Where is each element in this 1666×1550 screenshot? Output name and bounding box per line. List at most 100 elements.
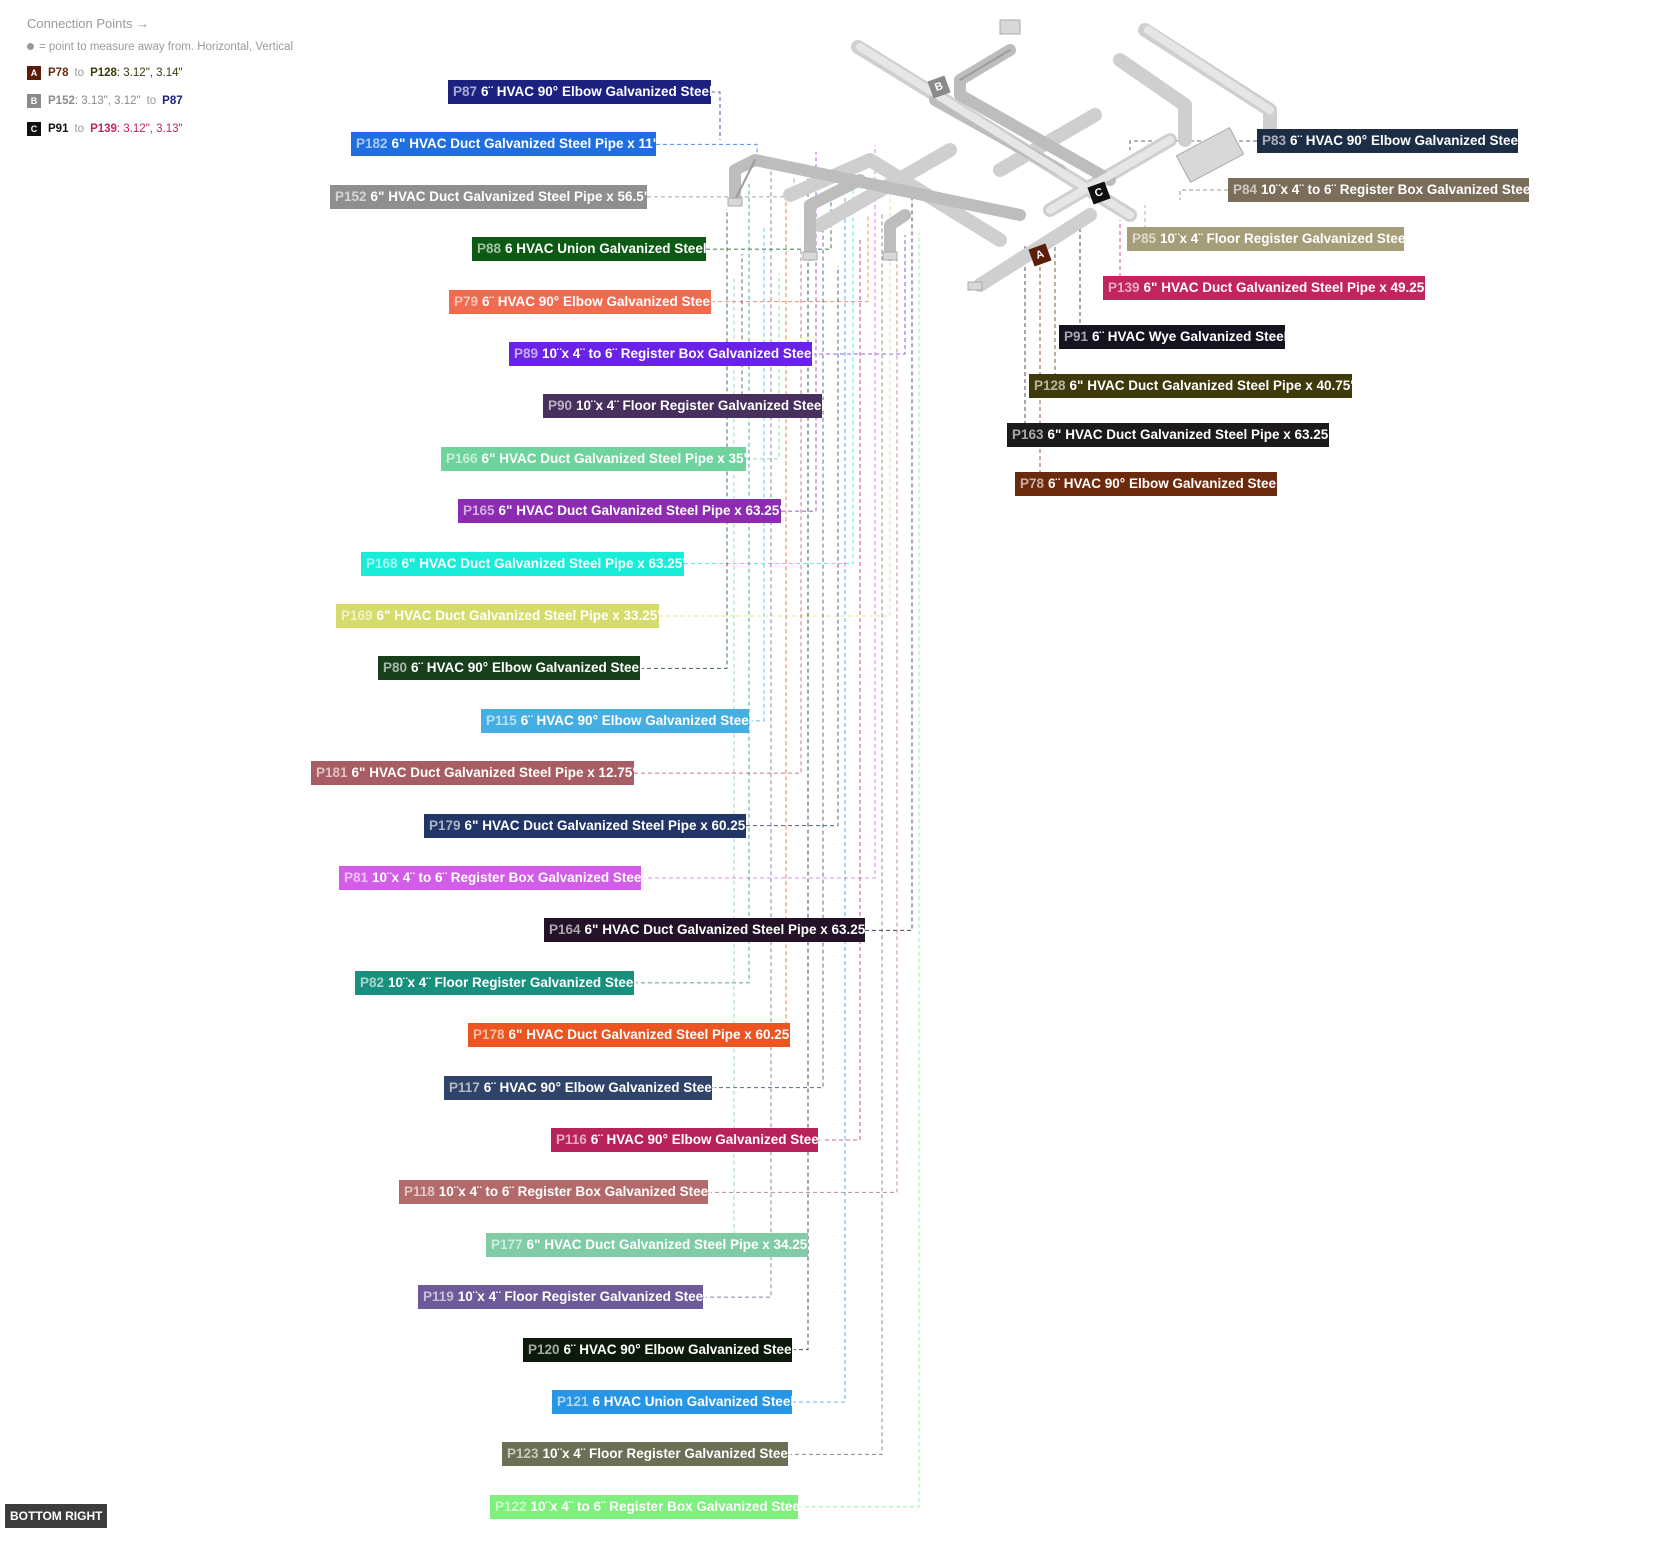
part-description: 6" HVAC Duct Galvanized Steel Pipe x 34.…: [526, 1236, 814, 1252]
part-id: P120: [528, 1341, 560, 1357]
part-id: P90: [548, 398, 573, 414]
part-id: P87: [453, 84, 478, 99]
leader-line: [792, 195, 846, 1403]
connection-from: P91: [48, 123, 69, 135]
part-description: 10¨x 4¨ Floor Register Galvanized Steel: [542, 1446, 792, 1462]
legend-title: Connection Points →: [27, 16, 150, 31]
part-description: 6¨ HVAC 90° Elbow Galvanized Steel: [520, 712, 753, 728]
part-description: 10¨x 4¨ to 6¨ Register Box Galvanized St…: [372, 870, 646, 885]
part-id: P152: [335, 188, 367, 204]
connection-offset: : 3.12", 3.14": [116, 67, 183, 79]
part-id: P81: [344, 870, 369, 885]
part-description: 10¨x 4¨ Floor Register Galvanized Steel: [576, 398, 826, 414]
arrow-right-icon: →: [136, 16, 150, 31]
part-id: P182: [356, 136, 388, 152]
part-description: 6" HVAC Duct Galvanized Steel Pipe x 60.…: [464, 817, 752, 833]
part-id: P88: [477, 241, 502, 257]
leader-line: [656, 143, 758, 159]
leader-line: [865, 164, 913, 931]
leader-line: [798, 233, 920, 1508]
part-id: P85: [1132, 231, 1157, 246]
part-description: 6" HVAC Duct Galvanized Steel Pipe x 56.…: [370, 188, 651, 204]
part-id: P179: [429, 817, 461, 833]
part-id: P115: [486, 712, 517, 728]
leader-line: [746, 273, 780, 460]
part-id: P78: [1020, 476, 1045, 491]
part-id: P181: [316, 765, 348, 781]
part-id: P178: [473, 1027, 505, 1043]
connection-letter-badge: C: [27, 122, 41, 136]
part-description: 6¨ HVAC 90° Elbow Galvanized Steel: [482, 293, 714, 309]
part-description: 10¨x 4¨ to 6¨ Register Box Galvanized St…: [542, 346, 816, 361]
part-id: P169: [341, 608, 373, 623]
part-id: P89: [514, 346, 539, 361]
part-description: 6" HVAC Duct Galvanized Steel Pipe x 63.…: [498, 503, 786, 519]
part-id: P123: [507, 1446, 539, 1462]
connection-from: P78: [48, 67, 69, 79]
part-description: 6" HVAC Duct Galvanized Steel Pipe x 49.…: [1143, 280, 1431, 295]
leader-line: [684, 171, 854, 565]
leader-line: [659, 190, 891, 617]
part-id: P166: [446, 450, 478, 466]
leader-line: [1179, 189, 1228, 200]
connection-from: P152: [48, 95, 75, 107]
part-description: 6¨ HVAC 90° Elbow Galvanized Steel: [590, 1132, 823, 1147]
part-id: P117: [449, 1079, 480, 1095]
part-description: 6" HVAC Duct Galvanized Steel Pipe x 40.…: [1069, 378, 1357, 393]
leader-line: [746, 266, 839, 827]
part-id: P177: [491, 1236, 523, 1252]
part-description: 6¨ HVAC 90° Elbow Galvanized Steel: [1290, 133, 1522, 148]
part-description: 10¨x 4¨ to 6¨ Register Box Galvanized St…: [1261, 182, 1535, 197]
part-description: 6¨ HVAC 90° Elbow Galvanized Steel: [563, 1341, 796, 1357]
part-id: P118: [404, 1184, 435, 1200]
connection-letter-badge: A: [27, 66, 41, 80]
leader-line: [712, 221, 824, 1089]
part-description: 10¨x 4¨ Floor Register Galvanized Steel: [1160, 231, 1410, 246]
leader-line: [792, 176, 809, 1351]
part-description: 6" HVAC Duct Galvanized Steel Pipe x 33.…: [376, 608, 664, 623]
leader-line: [641, 145, 876, 879]
part-description: 6 HVAC Union Galvanized Steel: [505, 241, 707, 257]
view-bottom-right-button[interactable]: BOTTOM RIGHT: [5, 1504, 108, 1528]
part-id: P82: [360, 974, 385, 990]
